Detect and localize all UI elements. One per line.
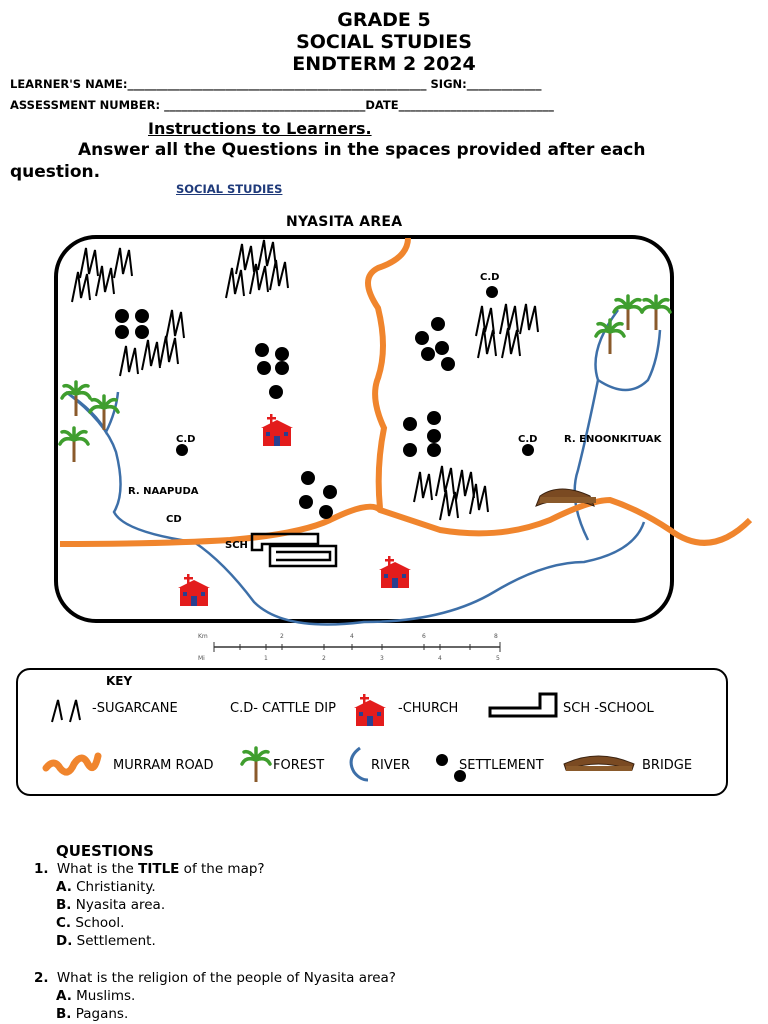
question-2-option-a[interactable]: A. Muslims.	[56, 987, 135, 1005]
option-text: Nyasita area.	[75, 897, 166, 913]
scale-tick: 6	[422, 633, 426, 640]
scale-tick: 1	[264, 655, 268, 662]
murram-road-north	[365, 237, 411, 509]
cd-label: C.D	[480, 272, 499, 283]
scale-tick: 4	[350, 633, 354, 640]
map-key	[16, 668, 728, 796]
map-title: NYASITA AREA	[286, 214, 403, 230]
grade-title: GRADE 5	[337, 9, 431, 31]
key-church: -CHURCH	[398, 701, 459, 716]
question-1-option-c[interactable]: C. School.	[56, 914, 124, 932]
map-frame	[54, 235, 674, 623]
scale-mi-label: Mi	[198, 655, 205, 662]
settlements	[115, 309, 455, 519]
murram-road-main	[59, 496, 753, 547]
question-number: 1.	[34, 861, 49, 877]
question-text: What is the religion of the people of Ny…	[56, 970, 396, 986]
school-key-icon	[488, 692, 558, 718]
settlement-icon	[436, 754, 448, 766]
question-text: What is the	[56, 861, 139, 877]
road-icon	[42, 752, 102, 776]
nyasita-map: C.D C.D C.D CD R. NAAPUDA R. ENOONKITUAK…	[54, 235, 753, 662]
option-text: Muslims.	[76, 988, 136, 1004]
question-text: of the map?	[179, 861, 265, 877]
questions-heading: QUESTIONS	[56, 842, 154, 860]
cd-label: C.D	[518, 434, 537, 445]
option-letter: A.	[56, 988, 72, 1004]
assessment-number-field[interactable]: ASSESSMENT NUMBER: _____________________…	[10, 98, 554, 112]
question-number: 2.	[34, 970, 49, 986]
scale-tick: 2	[280, 633, 284, 640]
cd-label: C.D	[176, 434, 195, 445]
school-label: SCH	[225, 540, 248, 551]
scale-tick: 2	[322, 655, 326, 662]
question-1-option-b[interactable]: B. Nyasita area.	[56, 896, 165, 914]
river-enoonkituak-label: R. ENOONKITUAK	[564, 434, 663, 445]
learner-name-field[interactable]: LEARNER'S NAME:_________________________…	[10, 77, 542, 91]
scale-tick: 8	[494, 633, 498, 640]
subject-title: SOCIAL STUDIES	[296, 31, 472, 53]
school-icon	[250, 532, 338, 568]
key-school: SCH -SCHOOL	[563, 701, 654, 716]
river-naapuda	[65, 391, 646, 626]
exam-title: ENDTERM 2 2024	[292, 53, 476, 75]
key-murram-road: MURRAM ROAD	[113, 758, 214, 773]
question-text-bold: TITLE	[138, 861, 180, 877]
option-letter: C.	[56, 915, 72, 931]
sugarcane-icon	[51, 699, 81, 723]
bridge-icon	[535, 488, 596, 507]
scale-km-label: Km	[198, 633, 208, 640]
option-letter: A.	[56, 879, 72, 895]
question-1-option-d[interactable]: D. Settlement.	[56, 932, 156, 950]
option-text: Settlement.	[76, 933, 156, 949]
question-2-option-b[interactable]: B. Pagans.	[56, 1005, 128, 1023]
bridge-key-icon	[563, 755, 635, 771]
key-bridge: BRIDGE	[642, 758, 693, 773]
question-2: 2. What is the religion of the people of…	[34, 969, 396, 987]
option-letter: B.	[56, 897, 72, 913]
key-title: KEY	[106, 674, 133, 688]
scale-tick: 3	[380, 655, 384, 662]
scale-tick: 5	[496, 655, 500, 662]
key-symbols	[42, 692, 635, 784]
option-text: Pagans.	[75, 1006, 129, 1022]
forest-icon	[240, 746, 272, 784]
instructions-body: Answer all the Questions in the spaces p…	[10, 140, 646, 182]
option-text: Christianity.	[76, 879, 156, 895]
option-letter: D.	[56, 933, 73, 949]
scale-tick: 4	[438, 655, 442, 662]
key-sugarcane: -SUGARCANE	[92, 701, 178, 716]
instructions-title: Instructions to Learners.	[148, 119, 372, 138]
key-settlement: SETTLEMENT	[459, 758, 544, 773]
cd-label: CD	[166, 514, 182, 525]
option-text: School.	[75, 915, 125, 931]
question-1: 1. What is the TITLE of the map?	[34, 860, 265, 878]
key-cattle-dip: C.D- CATTLE DIP	[230, 701, 336, 716]
river-naapuda-label: R. NAAPUDA	[128, 486, 199, 497]
social-studies-link[interactable]: SOCIAL STUDIES	[176, 182, 283, 196]
key-river: RIVER	[371, 758, 411, 773]
church-icon	[354, 694, 386, 726]
question-1-option-a[interactable]: A. Christianity.	[56, 878, 156, 896]
river-icon	[349, 746, 369, 782]
scale-bar: Km Mi 2 4 6 8 1 2 3 4 5	[198, 633, 501, 662]
option-letter: B.	[56, 1006, 72, 1022]
key-forest: FOREST	[273, 758, 325, 773]
